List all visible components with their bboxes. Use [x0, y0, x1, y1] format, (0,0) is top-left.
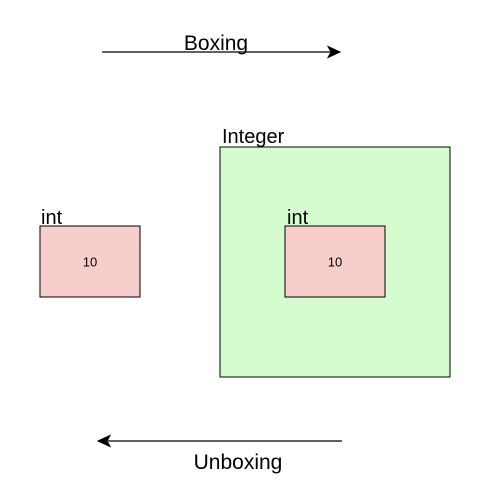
inner-int-box — [284, 225, 386, 298]
boxing-arrowhead-icon — [326, 45, 342, 59]
boxing-label: Boxing — [184, 32, 248, 55]
unboxing-arrow — [96, 434, 342, 448]
standalone-int-value: 10 — [83, 255, 97, 270]
integer-box — [219, 146, 451, 378]
inner-int-type-label: int — [287, 207, 309, 229]
standalone-int-box — [39, 225, 141, 298]
standalone-int-type-label: int — [41, 207, 63, 229]
integer-type-label: Integer — [222, 126, 285, 148]
boxing-arrow — [102, 45, 342, 59]
inner-int-value: 10 — [328, 255, 342, 270]
unboxing-label: Unboxing — [194, 451, 283, 474]
unboxing-arrowhead-icon — [96, 434, 112, 448]
